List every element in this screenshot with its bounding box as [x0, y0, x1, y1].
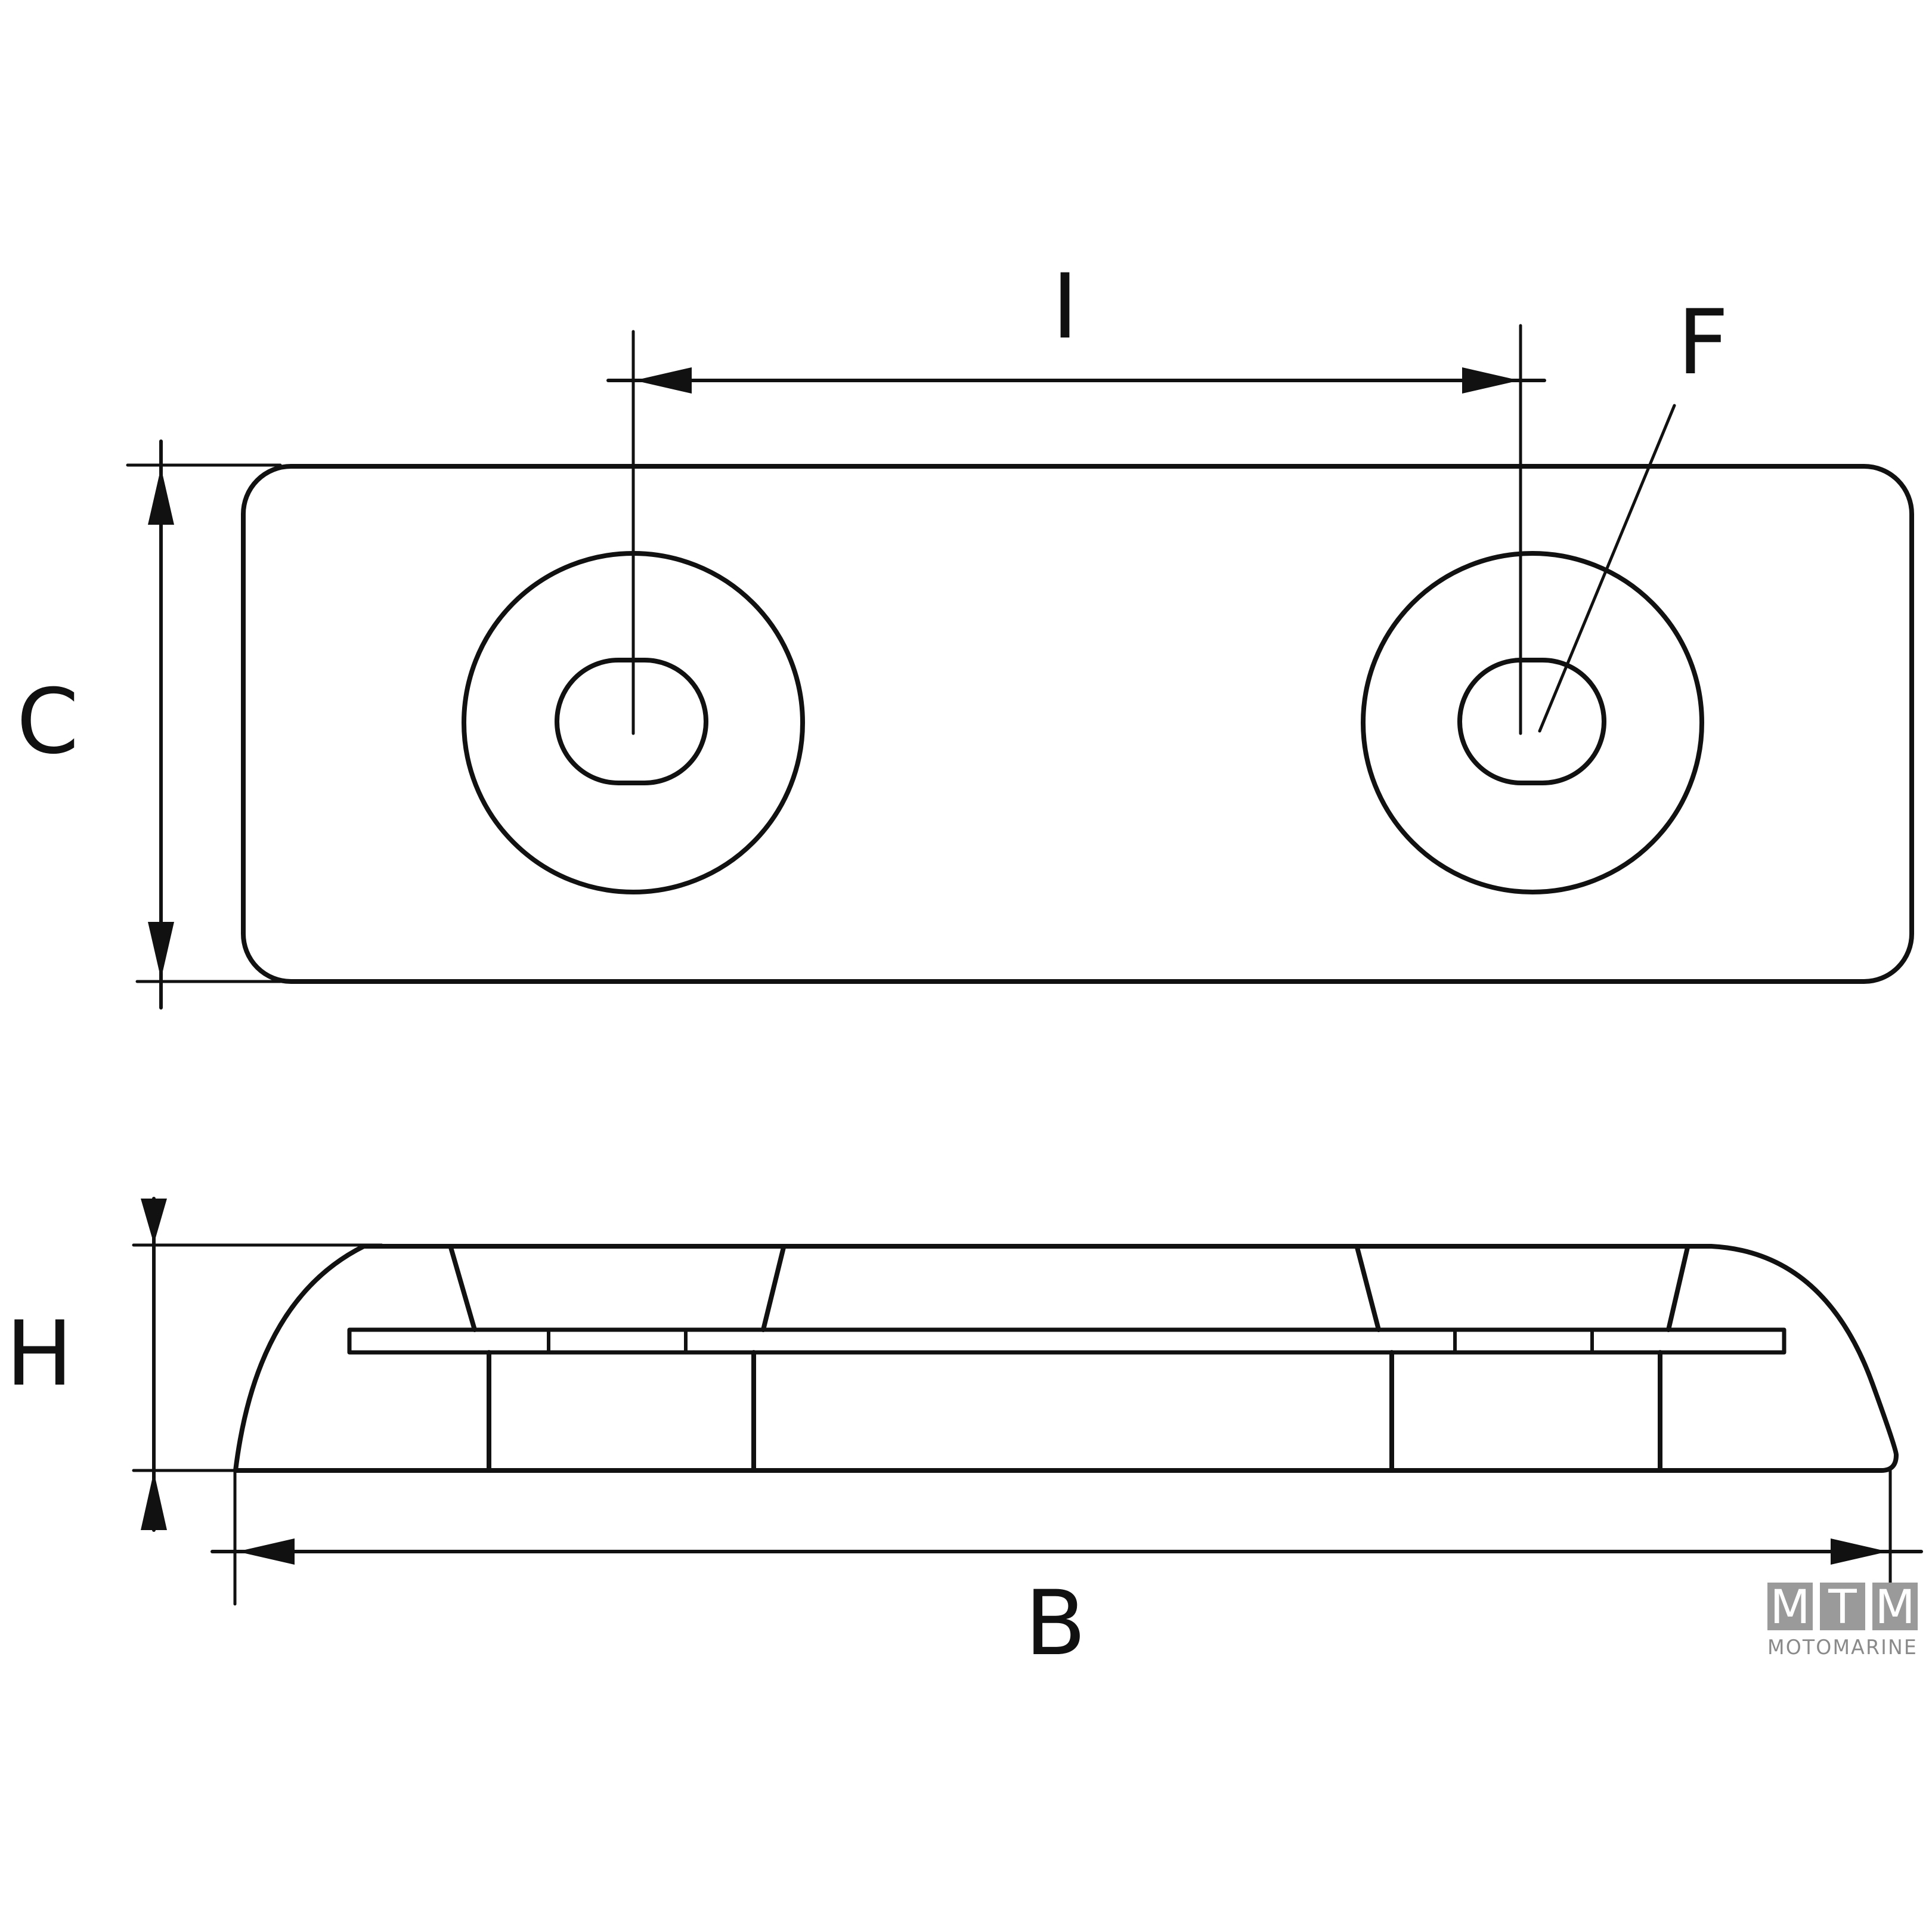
- right-washer-ring: [1361, 551, 1704, 894]
- logo-box-3: [1872, 1583, 1918, 1630]
- left-pocket-taper-outer: [448, 1245, 477, 1332]
- right-oval-slot: [1457, 658, 1606, 785]
- label-i: I: [1052, 255, 1078, 359]
- arrow-i-left: [634, 367, 692, 394]
- arrow-i-right: [1462, 367, 1519, 394]
- left-oval-slot: [555, 658, 708, 785]
- logo-letter-1: M: [1770, 1581, 1810, 1634]
- logo-letter-3: M: [1875, 1581, 1915, 1634]
- logo-subtitle: MOTOMARINE: [1767, 1636, 1918, 1659]
- anode-side-profile: [233, 1244, 1899, 1473]
- label-f: F: [1677, 291, 1729, 395]
- arrow-c-bottom: [148, 922, 174, 979]
- mounting-strap: [347, 1327, 1787, 1355]
- arrow-b-right: [1831, 1538, 1888, 1565]
- left-pocket-taper-inner: [761, 1245, 786, 1332]
- logo-box-2: [1820, 1583, 1865, 1630]
- label-h: H: [6, 1302, 73, 1406]
- label-c: C: [17, 670, 79, 774]
- label-b: B: [1025, 1572, 1086, 1676]
- leader-line-f: [1538, 404, 1676, 733]
- arrow-h-bottom: [141, 1472, 167, 1530]
- arrow-b-left: [237, 1538, 295, 1565]
- arrow-h-top: [141, 1199, 167, 1244]
- arrow-c-top: [148, 467, 174, 525]
- right-pocket-taper-outer: [1355, 1245, 1381, 1332]
- mtm-logo: M T M MOTOMARINE: [1767, 1581, 1918, 1659]
- plate-top-view: [241, 464, 1914, 984]
- right-pocket-taper-inner: [1666, 1245, 1690, 1332]
- logo-box-1: [1767, 1583, 1813, 1630]
- logo-letter-2: T: [1828, 1581, 1857, 1634]
